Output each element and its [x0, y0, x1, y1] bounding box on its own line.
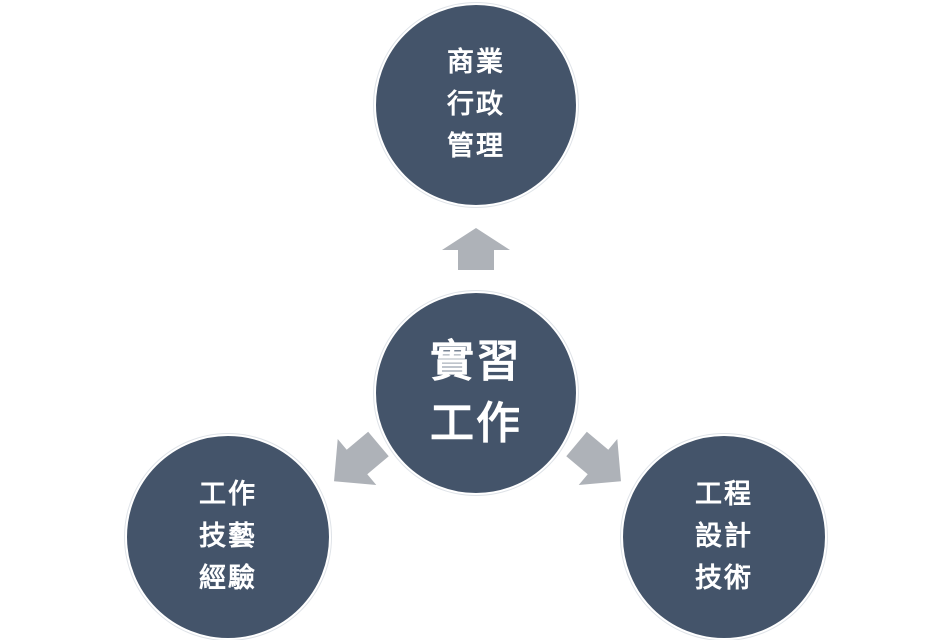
node-label-line: 設計: [695, 521, 753, 552]
node-label-line: 工作: [199, 479, 257, 510]
node-business-admin: 商業 行政 管理: [374, 3, 578, 207]
node-label-line: 管理: [447, 131, 505, 162]
node-work-skills: 工作 技藝 經驗: [125, 434, 331, 640]
arrow-to-top: [442, 228, 510, 270]
node-label-line: 行政: [447, 89, 505, 120]
node-label-line: 工作: [430, 398, 522, 449]
node-internship-center: 實習 工作: [374, 291, 578, 495]
node-engineering-design: 工程 設計 技術: [621, 434, 827, 640]
arrow-to-right: [566, 431, 621, 485]
node-label-line: 工程: [695, 479, 753, 510]
node-label-line: 技術: [695, 563, 753, 594]
node-label-line: 經驗: [199, 563, 257, 594]
node-label-line: 實習: [430, 336, 522, 387]
node-label-line: 技藝: [199, 521, 257, 552]
node-label-line: 商業: [447, 47, 505, 78]
